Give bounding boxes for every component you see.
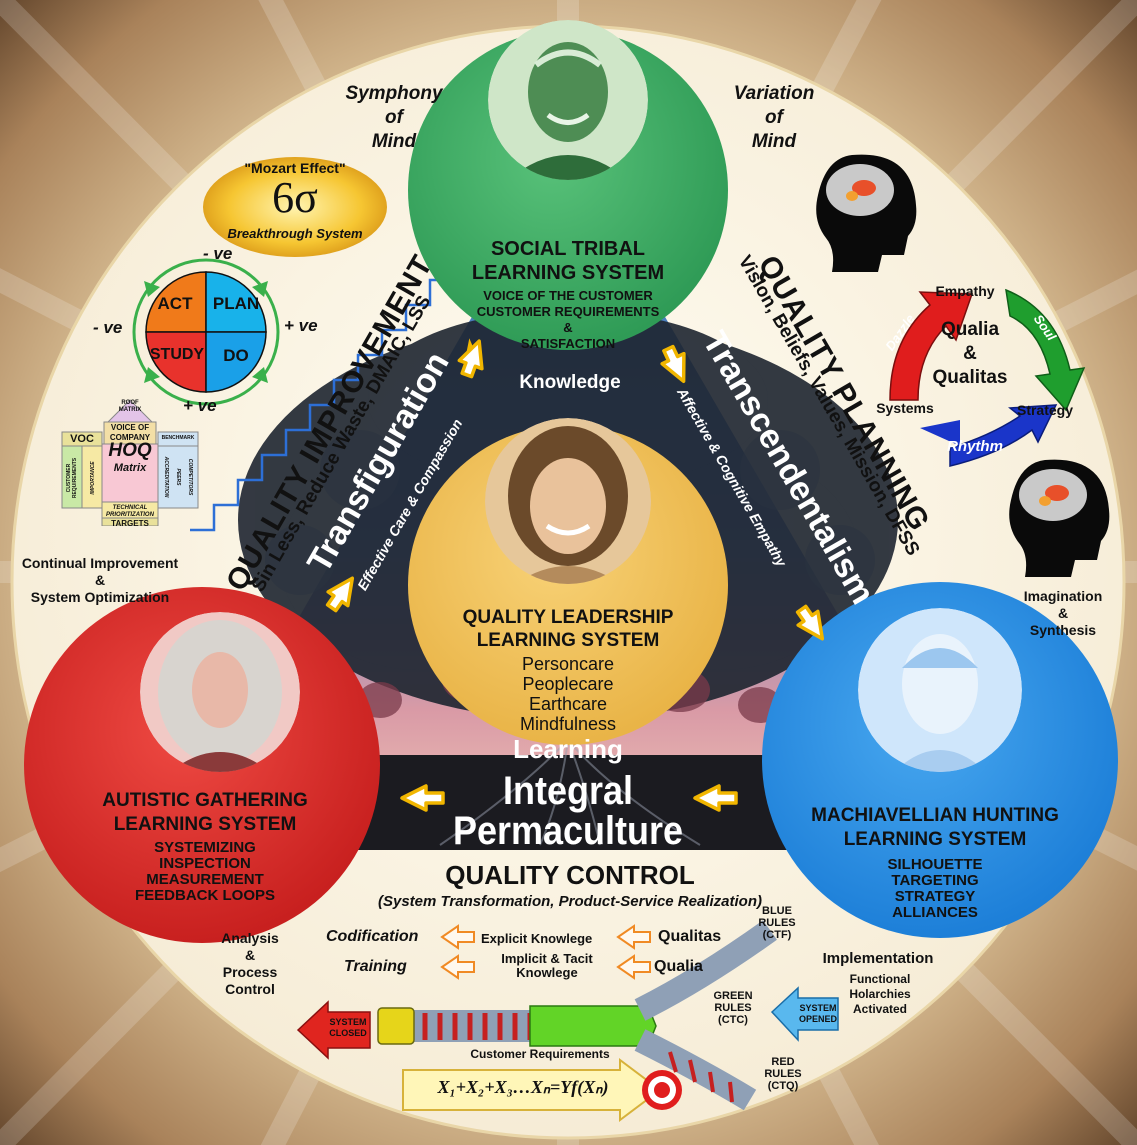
pdca-act: ACT: [157, 294, 193, 313]
quality-control-sub: (System Transformation, Product-Service …: [378, 893, 762, 910]
integral-label: Integral: [502, 767, 634, 813]
portrait-machiavellian-hunting: [858, 608, 1022, 772]
qualia-systems: Systems: [876, 400, 934, 416]
pdca-do: DO: [223, 346, 249, 365]
hoq-importance: IMPORTANCE: [90, 461, 96, 495]
training-label: Training: [344, 958, 407, 975]
brain-head-icon: [1009, 459, 1110, 577]
brain-head-icon: [816, 154, 917, 272]
red-rules-label: RED RULES (CTQ): [764, 1056, 802, 1092]
autistic-body: SYSTEMIZING INSPECTION MEASUREMENT FEEDB…: [134, 839, 275, 904]
hoq-matrix: Matrix: [113, 462, 147, 474]
hoq-accreditation: ACCREDITATION: [163, 456, 169, 498]
hoq-voc: VOC: [70, 433, 94, 445]
imagination-synthesis: Imagination & Synthesis: [1023, 588, 1103, 638]
pdca-study: STUDY: [149, 346, 205, 363]
social-title1: SOCIAL TRIBAL: [490, 238, 646, 260]
leadership-body: Personcare Peoplecare Earthcare Mindfuln…: [519, 654, 617, 734]
hoq-benchmark: BENCHMARK: [161, 435, 195, 441]
portrait-social-tribal: [488, 20, 648, 180]
customer-requirements-label: Customer Requirements: [470, 1047, 610, 1061]
six-sigma-sub: Breakthrough System: [227, 226, 363, 241]
green-rules-label: GREEN RULES (CTC): [713, 990, 753, 1026]
equation-label: X₁+X₂+X₃…Xₙ=Yf(Xₙ): [437, 1077, 609, 1097]
system-opened-label: SYSTEM OPENED: [798, 1003, 837, 1024]
leadership-title2: LEARNING SYSTEM: [476, 630, 660, 651]
autistic-title2: LEARNING SYSTEM: [113, 814, 297, 835]
continual-improvement: Continual Improvement & System Optimizat…: [21, 555, 179, 605]
codification-label: Codification: [326, 928, 419, 945]
machiavellian-body: SILHOUETTE TARGETING STRATEGY ALLIANCES: [887, 856, 983, 921]
hoq-competitors: COMPETITORS: [187, 458, 193, 496]
qualia-empathy: Empathy: [935, 283, 995, 299]
pdca-pos-right: + ve: [284, 316, 318, 335]
permaculture-label: Permaculture: [452, 807, 684, 853]
six-sigma-quote: "Mozart Effect": [244, 160, 346, 176]
portrait-autistic-gathering: [140, 612, 300, 772]
hoq-roof: ROOF MATRIX: [118, 400, 142, 413]
blue-rules-label: BLUE RULES (CTF): [758, 905, 796, 941]
hoq-targets: TARGETS: [111, 519, 149, 528]
learning-label: Learning: [513, 734, 623, 764]
hoq-voice: VOICE OF COMPANY: [109, 423, 151, 442]
implementation-label: Implementation: [822, 950, 934, 967]
pdca-neg-left: - ve: [93, 318, 123, 337]
qualia-strategy: Strategy: [1016, 402, 1074, 418]
social-title2: LEARNING SYSTEM: [471, 262, 665, 284]
qualia-cycle-arrows: [889, 288, 1086, 467]
machiavellian-title2: LEARNING SYSTEM: [843, 829, 1027, 850]
qualitas-label: Qualitas: [658, 928, 722, 945]
hoq-peers: PEERS: [175, 468, 181, 486]
portrait-quality-leadership: [485, 418, 651, 584]
qualia-rhythm: Rhythm: [947, 438, 1003, 455]
six-sigma-symbol: 6σ: [272, 173, 318, 222]
leadership-title1: QUALITY LEADERSHIP: [462, 607, 674, 628]
implicit-label: Implicit & Tacit Knowlege: [501, 951, 593, 980]
variation-of-mind: Variation of Mind: [733, 83, 815, 152]
qualia-label: Qualia: [654, 958, 703, 975]
functional-label: Functional Holarchies Activated: [849, 972, 911, 1016]
hoq-customer-req: CUSTOMER REQUIREMENTS: [66, 457, 78, 499]
system-closed-label: SYSTEM CLOSED: [329, 1017, 367, 1038]
machiavellian-title1: MACHIAVELLIAN HUNTING: [811, 805, 1059, 826]
pdca-neg-top: - ve: [203, 244, 233, 263]
symphony-of-mind: Symphony of Mind: [345, 83, 443, 152]
autistic-title1: AUTISTIC GATHERING: [102, 790, 308, 811]
knowledge-label: Knowledge: [519, 372, 621, 393]
analysis-label: Analysis & Process Control: [221, 930, 279, 997]
social-body: VOICE OF THE CUSTOMER CUSTOMER REQUIREME…: [476, 288, 660, 351]
pdca-plan: PLAN: [212, 294, 260, 313]
qualia-title: Qualia & Qualitas: [932, 319, 1008, 388]
explicit-label: Explicit Knowlege: [481, 931, 593, 946]
hoq-technical: TECHNICAL PRIORITIZATION: [106, 505, 154, 518]
pdca-cycle: [132, 258, 280, 406]
pdca-pos-bottom: + ve: [183, 396, 217, 415]
hoq-matrix: [61, 399, 199, 526]
quality-control-title: QUALITY CONTROL: [445, 860, 695, 890]
hoq-title: HOQ: [108, 440, 152, 461]
